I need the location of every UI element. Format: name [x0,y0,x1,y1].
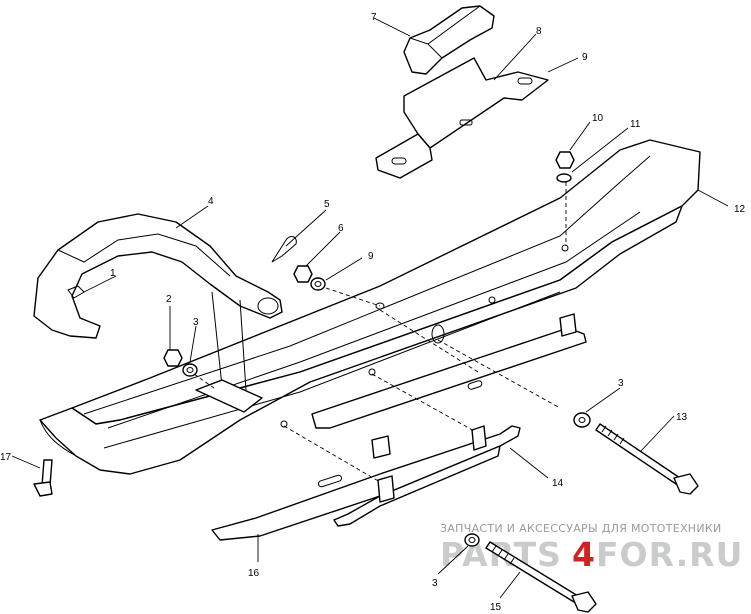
callout-8: 8 [536,26,542,37]
callout-1: 1 [110,268,116,279]
callout-3-bottom: 3 [432,578,438,589]
callout-9-lower: 9 [368,251,374,262]
callout-15: 15 [490,602,502,613]
callout-17: 17 [0,452,12,463]
leader-lines [11,17,729,599]
part-7-wear-pad [403,5,495,75]
callout-6: 6 [338,223,344,234]
callout-2: 2 [166,294,172,305]
part-17-bolt [33,459,53,497]
part-14-runner [311,313,587,459]
part-16-carbide [211,425,521,541]
part-15-bolt [485,541,597,613]
callout-11: 11 [630,119,641,130]
callout-13: 13 [676,412,688,423]
callout-9-upper: 9 [582,52,588,63]
part-8-bracket [375,57,549,179]
callout-3-left: 3 [193,317,199,328]
callouts: 1 2 3 4 5 6 9 7 8 9 10 11 12 3 13 14 3 1… [0,12,746,613]
callout-14: 14 [552,478,564,489]
callout-4: 4 [208,196,214,207]
watermark-brand-right: FOR.RU [596,535,743,574]
hardware-small [163,151,591,547]
callout-10: 10 [592,113,604,124]
watermark-tagline: ЗАПЧАСТИ И АКСЕССУАРЫ ДЛЯ МОТОТЕХНИКИ [440,522,722,535]
part-13-bolt [595,423,699,495]
callout-5: 5 [324,199,330,210]
callout-7: 7 [371,12,377,23]
callout-12: 12 [734,204,746,215]
alignment-lines [193,182,567,483]
callout-3-right: 3 [618,378,624,389]
part-12-ski [39,139,701,475]
watermark-brand-mark: 4 [572,535,595,574]
part-4-ski-loop [33,213,283,413]
callout-16: 16 [248,568,260,579]
